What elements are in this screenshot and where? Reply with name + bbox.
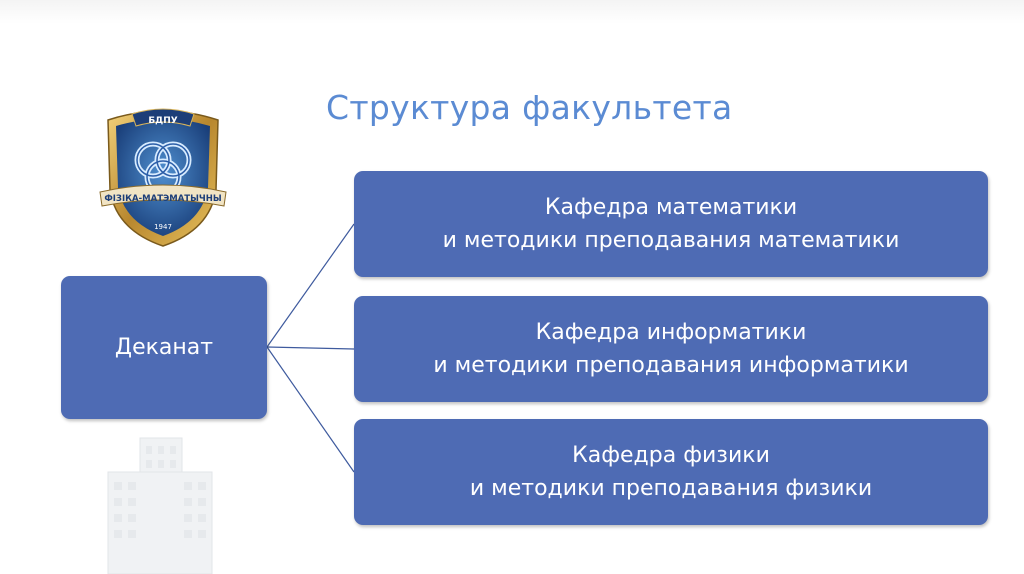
node-dean-office: Деканат — [61, 276, 267, 419]
slide-title: Структура факультета — [326, 88, 733, 127]
connector-to-informatics — [267, 347, 354, 349]
connector-to-math — [267, 224, 354, 347]
slide-top-edge — [0, 0, 1024, 24]
node-dean-office-label: Деканат — [115, 335, 213, 360]
emblem-year: 1947 — [154, 223, 172, 231]
node-department-physics: Кафедра физики и методики преподавания ф… — [354, 419, 988, 525]
building-graphic — [100, 432, 220, 574]
department-math-line1: Кафедра математики — [545, 191, 797, 224]
department-informatics-line2: и методики преподавания информатики — [433, 349, 908, 382]
emblem-top-text: БДПУ — [148, 116, 177, 126]
emblem-ribbon-text: ФІЗІКА-МАТЭМАТЫЧНЫ — [104, 194, 222, 204]
node-department-math: Кафедра математики и методики преподаван… — [354, 171, 988, 277]
node-department-informatics: Кафедра информатики и методики преподава… — [354, 296, 988, 402]
connector-to-physics — [267, 347, 354, 472]
department-physics-line2: и методики преподавания физики — [470, 472, 872, 505]
department-physics-line1: Кафедра физики — [572, 439, 770, 472]
faculty-emblem-icon: БДПУ ФІЗІКА-МАТЭМАТЫЧНЫ 1947 — [98, 100, 228, 250]
emblem-graphic: БДПУ ФІЗІКА-МАТЭМАТЫЧНЫ 1947 — [98, 100, 228, 250]
department-informatics-line1: Кафедра информатики — [536, 316, 807, 349]
university-building-icon — [100, 432, 220, 574]
department-math-line2: и методики преподавания математики — [443, 224, 900, 257]
